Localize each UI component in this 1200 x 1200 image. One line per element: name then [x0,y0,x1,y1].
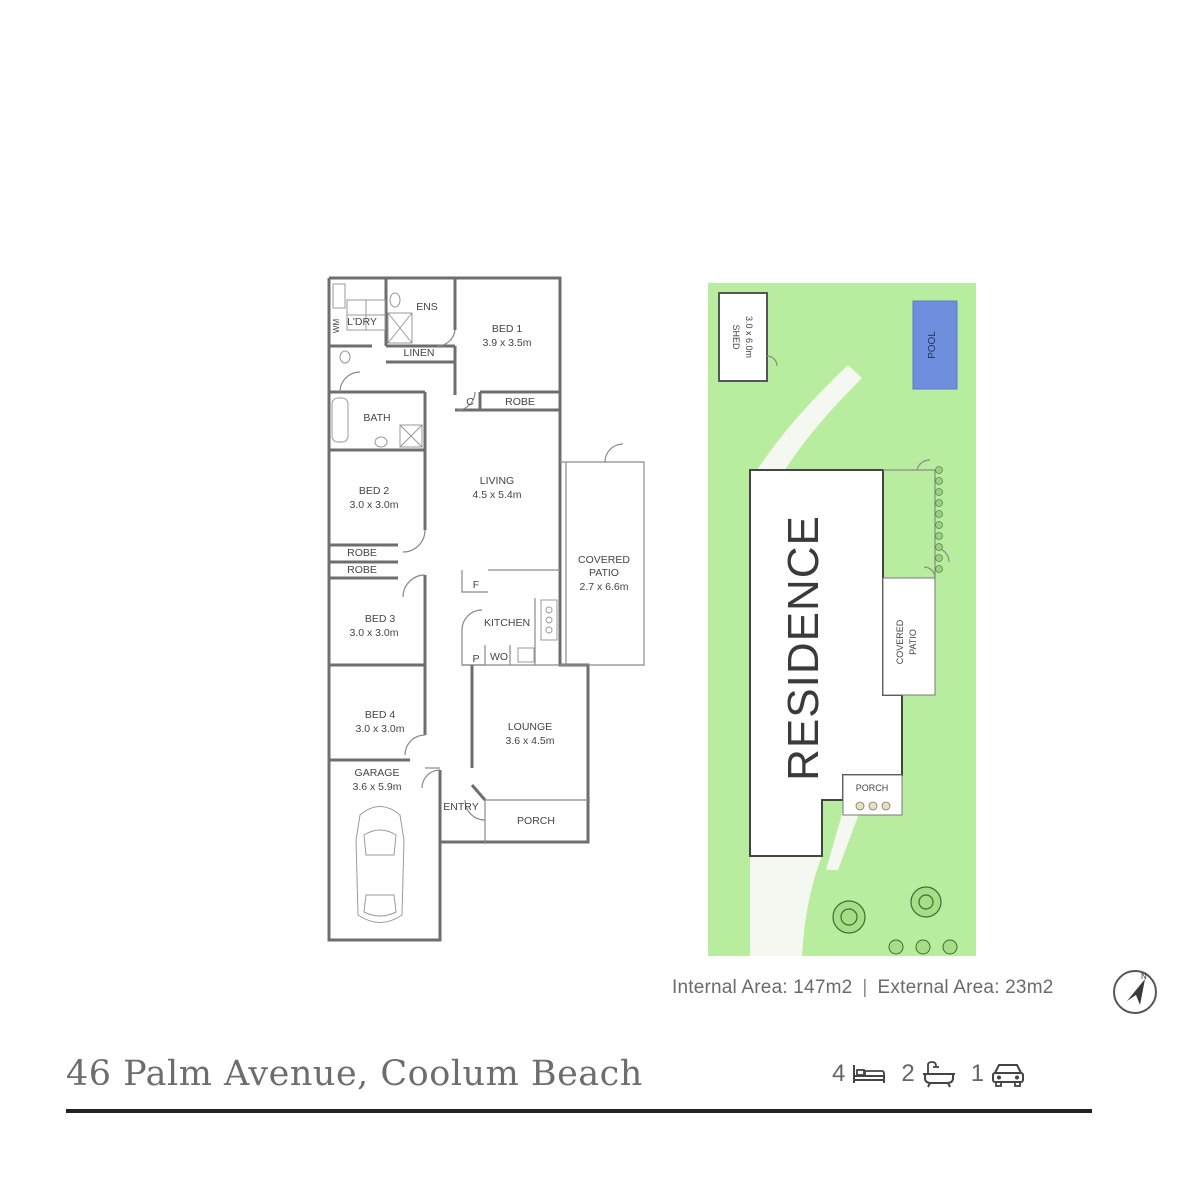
label-bed3: BED 3 [365,613,396,625]
label-site-porch: PORCH [856,783,889,793]
label-bed2: BED 2 [359,485,390,497]
label-shed: SHED [731,324,741,350]
footer-divider [66,1109,1092,1113]
label-bath: BATH [363,412,390,424]
label-living: LIVING [480,475,514,487]
label-site-patio-1: COVERED [895,619,905,664]
car-spaces-count: 1 [970,1060,985,1087]
label-site-patio-2: PATIO [908,629,918,655]
pool [912,300,958,390]
bathrooms-count: 2 [901,1060,915,1087]
floor-plan-walls [327,276,645,942]
bed-icon [853,1065,886,1083]
label-p: P [472,653,479,665]
driveway [750,856,822,956]
garden-path [757,365,862,470]
label-pool: POOL [927,331,938,359]
label-f: F [473,579,479,591]
door-swings [339,329,624,821]
svg-text:N: N [1141,972,1147,981]
label-residence: RESIDENCE [779,515,828,781]
label-patio-1: COVERED [578,554,630,566]
bathtub-icon [922,1061,955,1088]
label-bed4-size: 3.0 x 3.0m [355,723,404,735]
area-summary: Internal Area: 147m2 | External Area: 23m2 [672,977,1053,999]
label-robe-bed2: ROBE [347,547,377,559]
label-c: C [466,396,474,408]
north-arrow-icon: N [1113,970,1157,1014]
label-living-size: 4.5 x 5.4m [472,489,521,501]
bedrooms-stat: 4 [832,1060,887,1088]
label-wm: WM [332,319,341,334]
internal-area: Internal Area: 147m2 [672,977,853,998]
property-stats: 4 2 1 [832,1056,1040,1092]
bedrooms-count: 4 [832,1060,846,1087]
label-porch: PORCH [517,815,555,827]
porch-path [826,800,864,870]
label-shed-size: 3.0 x 6.0m [744,316,754,358]
label-entry: ENTRY [443,801,478,813]
site-covered-patio [882,577,936,696]
room-labels: L'DRY WM ENS BED 1 3.9 x 3.5m LINEN C RO… [332,301,630,827]
label-robe-bed1: ROBE [505,396,535,408]
external-area: External Area: 23m2 [877,977,1054,998]
label-ldry: L'DRY [347,316,377,328]
label-bed4: BED 4 [365,709,396,721]
label-garage-size: 3.6 x 5.9m [352,781,401,793]
label-bed2-size: 3.0 x 3.0m [349,499,398,511]
label-kitchen: KITCHEN [484,617,530,629]
area-separator: | [862,977,868,998]
label-bed1-size: 3.9 x 3.5m [482,337,531,349]
label-patio-size: 2.7 x 6.6m [579,581,628,593]
label-bed1: BED 1 [492,323,523,335]
label-lounge-size: 3.6 x 4.5m [505,735,554,747]
car-icon [992,1064,1025,1087]
label-lounge: LOUNGE [508,721,552,733]
hedge [935,466,943,573]
bathrooms-stat: 2 [901,1060,956,1088]
shed [718,292,768,382]
label-garage: GARAGE [355,767,400,779]
label-ens: ENS [416,301,438,313]
tree-icon [832,886,942,934]
label-wo: WO [490,651,508,663]
fixtures [331,283,558,663]
label-robe-bed3: ROBE [347,564,377,576]
car-icon [355,806,405,923]
label-patio-2: PATIO [589,567,619,579]
porch-planters [855,801,891,811]
label-linen: LINEN [404,347,435,359]
property-address: 46 Palm Avenue, Coolum Beach [66,1054,643,1094]
car-spaces-stat: 1 [971,1060,1026,1088]
shrub-icon [888,939,958,955]
label-bed3-size: 3.0 x 3.0m [349,627,398,639]
